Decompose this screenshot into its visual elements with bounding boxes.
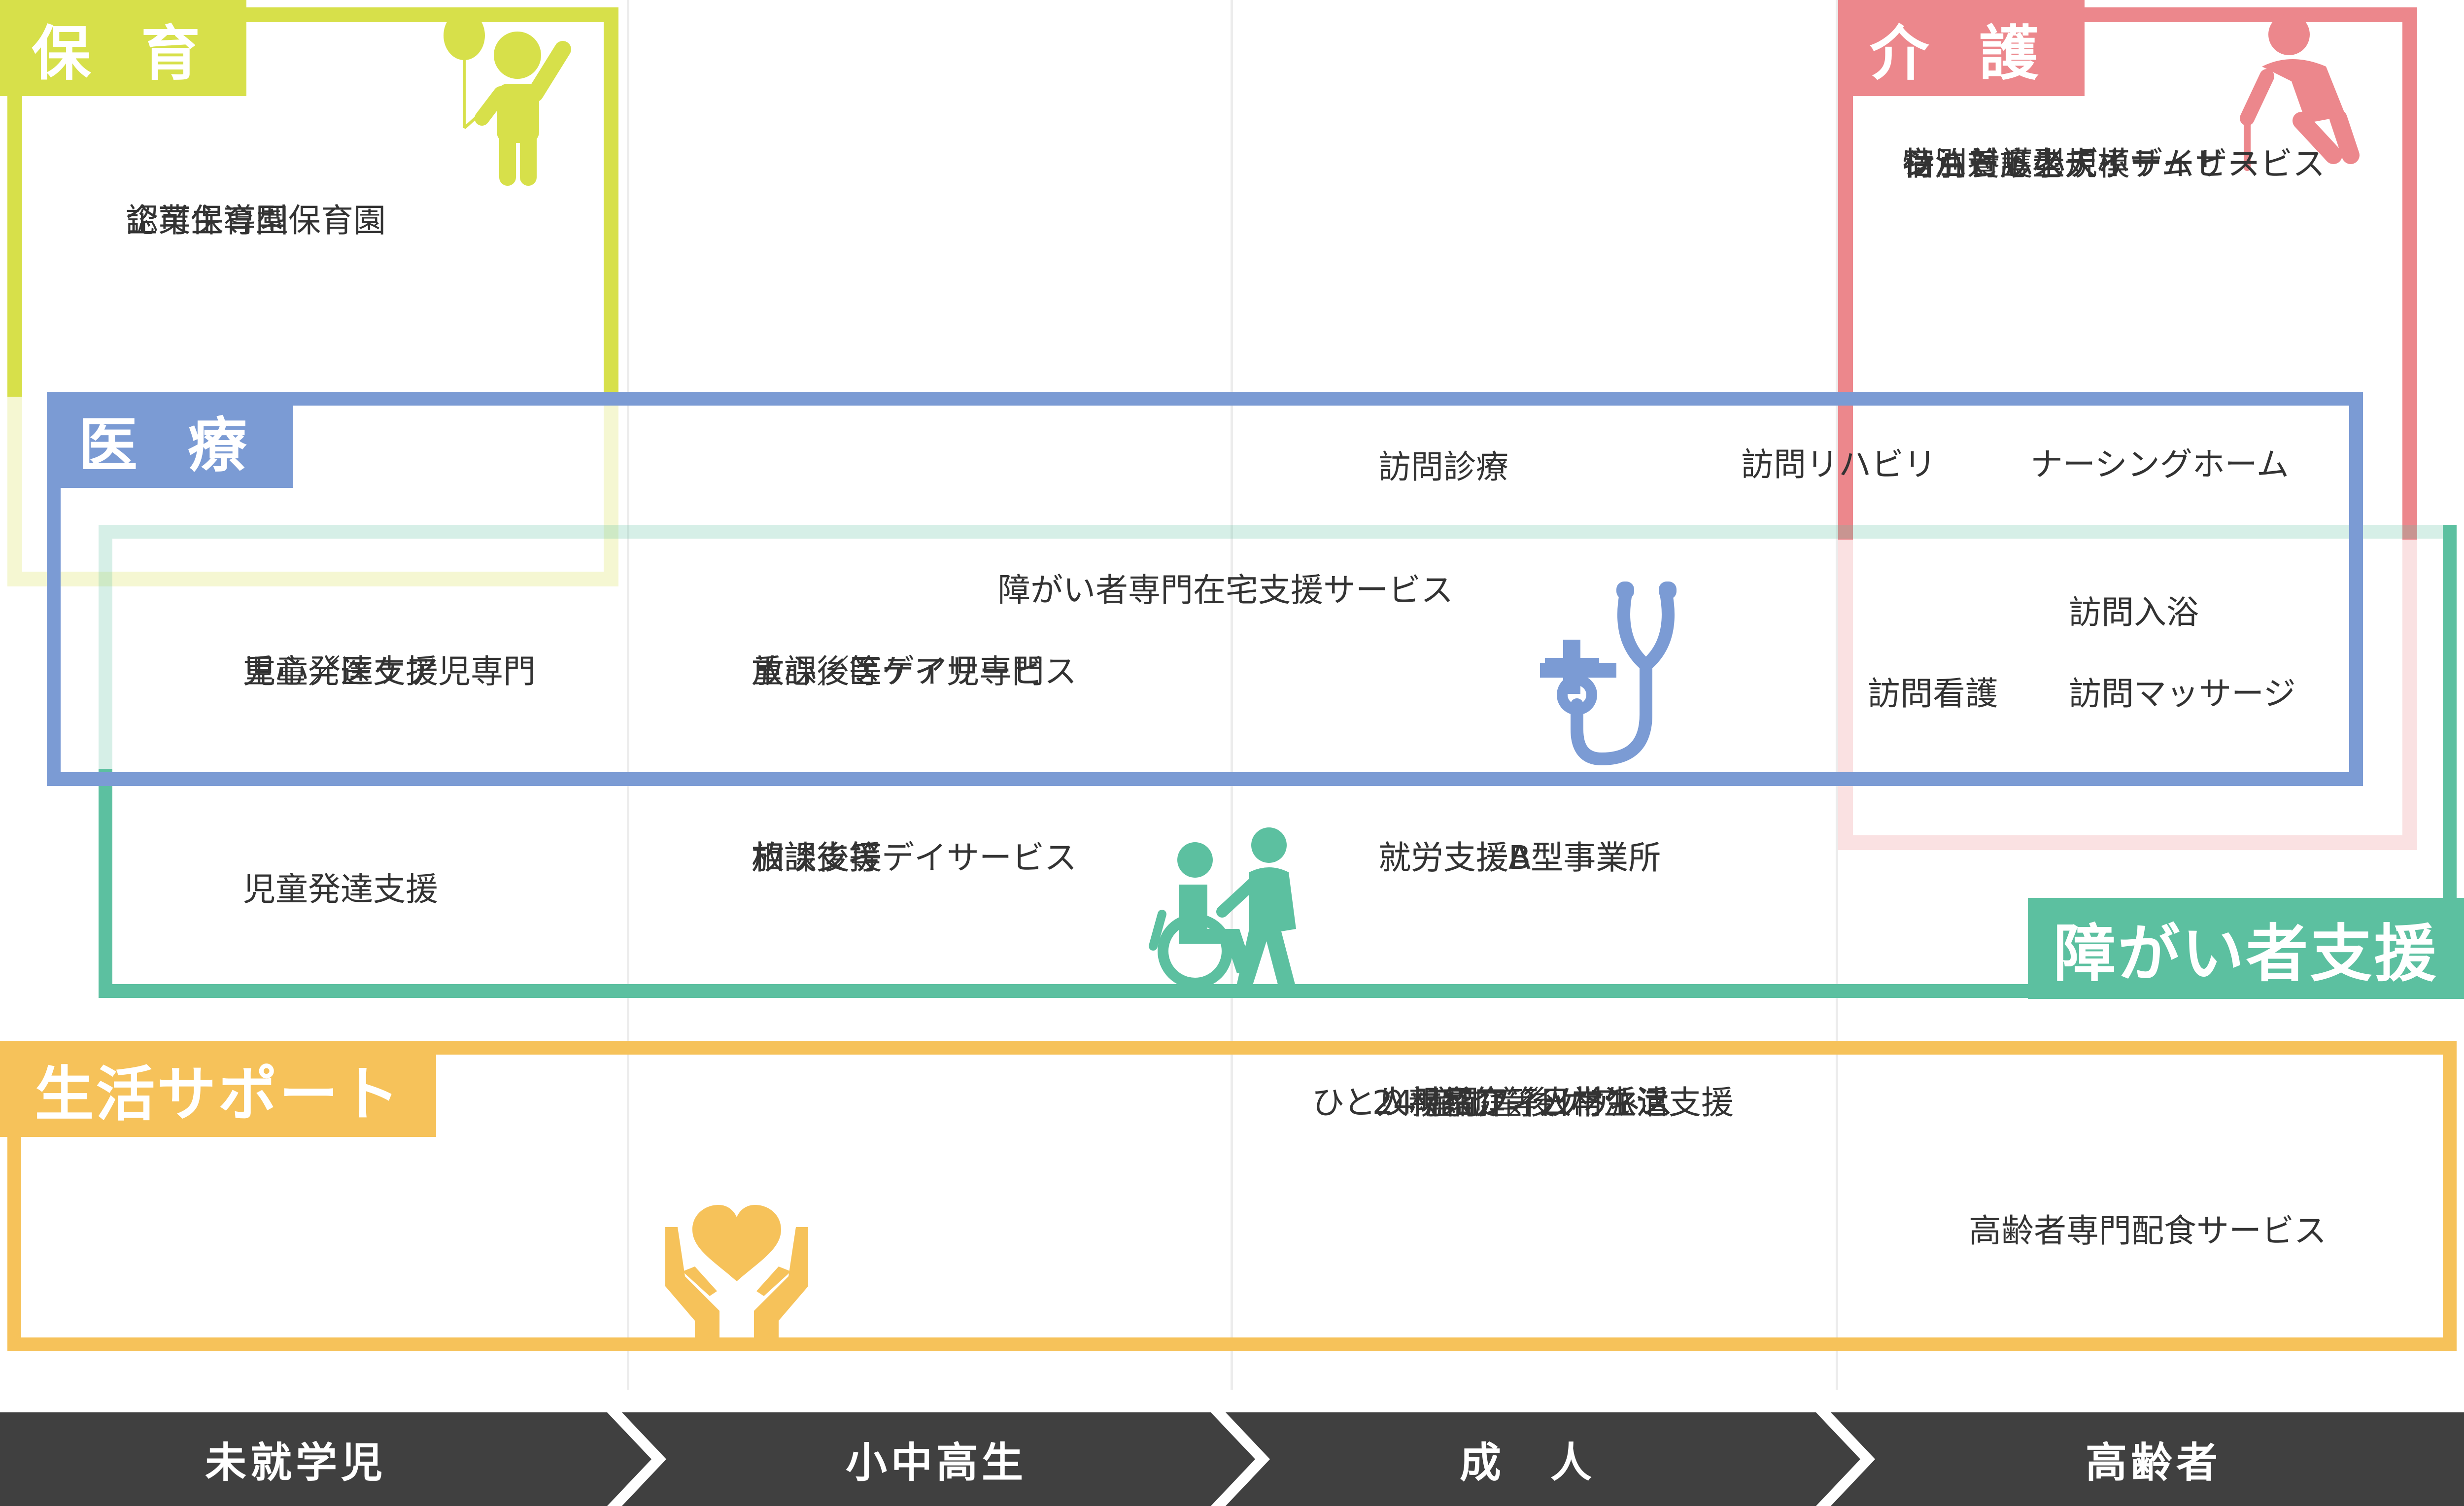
- shuro-b-item: 就労支援B型事業所: [1378, 839, 1661, 877]
- houmon-massage-item: 訪問マッサージ: [2069, 675, 2296, 713]
- shogai-frame-right: [2443, 525, 2457, 771]
- iryo-title: 医 療: [47, 392, 293, 488]
- child-balloon-icon: [444, 11, 571, 186]
- seikatsu-title: 生活サポート: [0, 1041, 436, 1137]
- jinzai-item: 人材紹介／人材派遣: [1376, 1084, 1669, 1122]
- wheelchair-caregiver-icon: [1149, 827, 1296, 989]
- houkago-label: 放課後等デイサービス: [752, 652, 1077, 690]
- nursing-home-item: ナーシングホーム: [2030, 445, 2289, 483]
- column-divider-3: [1836, 0, 1838, 1390]
- houmon-shinryo-item: 訪問診療: [1378, 448, 1508, 486]
- houmon-kango-item: 訪問看護: [1868, 675, 1998, 713]
- stage-elderly: 高齢者: [2085, 1438, 2222, 1487]
- shogai-title: 障がい者支援: [2028, 898, 2464, 999]
- kaigo-item: 宿泊対応小規模デイサービス: [1902, 145, 2325, 183]
- hoiku-item: 認可保育園: [126, 202, 288, 240]
- soudan-item: 相談支援: [752, 839, 882, 877]
- jido-hattatsu-label: 児童発達支援: [243, 652, 438, 690]
- kaigo-item: 特別養護老人ホーム: [1902, 145, 2194, 183]
- hoiku-item: 企業主導型保育園: [126, 202, 386, 240]
- heart-hands-icon: [665, 1205, 808, 1343]
- stage-students: 小中高生: [845, 1438, 1027, 1487]
- juushin-label: 重心／医ケア児専門: [243, 652, 536, 690]
- stethoscope-icon: [1540, 582, 1677, 766]
- sanzen-item: 産前産後ケア: [1425, 1084, 1620, 1122]
- hoiku-title: 保 育: [0, 0, 246, 96]
- jido-hattatsu-item: 児童発達支援: [243, 870, 438, 908]
- elderly-cane-icon: [2240, 14, 2360, 171]
- shuro-a-item: 就労支援A型事業所: [1378, 839, 1661, 877]
- column-divider-2: [1231, 0, 1233, 1390]
- hitorioya-item: ひとり親家庭等日常生活支援: [1311, 1084, 1734, 1122]
- houmon-nyuyoku-item: 訪問入浴: [2069, 593, 2199, 631]
- kaigo-item: ショートステイ: [1902, 145, 2130, 183]
- houmon-rihabiri-item: 訪問リハビリ: [1741, 445, 1936, 483]
- kaigo-title: 介 護: [1838, 0, 2085, 96]
- fitness-item: 24時間フィットネス: [1372, 1084, 1674, 1122]
- haishoku-item: 高齢者専門配食サービス: [1969, 1212, 2327, 1250]
- stage-adult: 成 人: [1459, 1438, 1596, 1487]
- stage-preschool: 未就学児: [205, 1438, 387, 1487]
- zaitaku-item: 障がい者専門在宅支援サービス: [998, 571, 1453, 609]
- juushin-label: 重心／医ケア児専門: [752, 652, 1044, 690]
- kaigo-item: リハビリ型デイサービス: [1902, 145, 2260, 183]
- houkago-item: 放課後等デイサービス: [752, 839, 1077, 877]
- stage-bar: [0, 1412, 2464, 1506]
- column-divider-1: [627, 0, 629, 1390]
